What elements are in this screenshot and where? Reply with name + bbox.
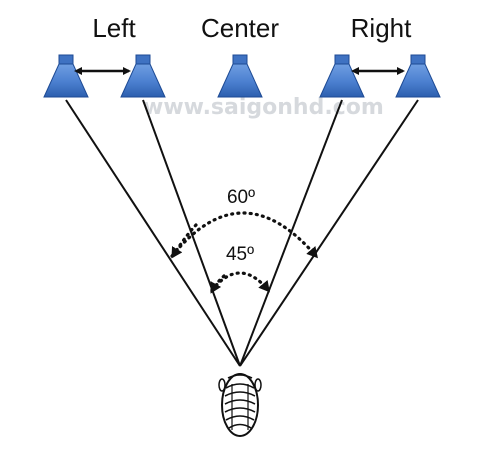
label-left: Left [92, 13, 136, 43]
speaker-left-inner-icon [120, 54, 166, 98]
listener-head-icon [218, 373, 262, 437]
line-left-inner [142, 99, 241, 367]
line-right-outer [239, 99, 419, 367]
label-right: Right [351, 13, 412, 43]
angle-label-inner: 45º [226, 244, 254, 265]
speaker-right-inner-icon [319, 54, 365, 98]
speaker-right-outer-icon [395, 54, 441, 98]
label-center: Center [201, 13, 279, 43]
arc-60-degrees-start [171, 223, 198, 259]
arc-45-degrees-start [210, 274, 226, 294]
sight-lines [65, 99, 419, 367]
watermark: www.saigonhd.com [143, 95, 384, 120]
angle-label-outer: 60º [227, 187, 255, 208]
line-right-inner [239, 99, 343, 367]
line-left-outer [65, 99, 241, 367]
speaker-center-icon [217, 54, 263, 98]
arc-60-degrees [170, 211, 318, 259]
speaker-left-outer-icon [43, 54, 89, 98]
